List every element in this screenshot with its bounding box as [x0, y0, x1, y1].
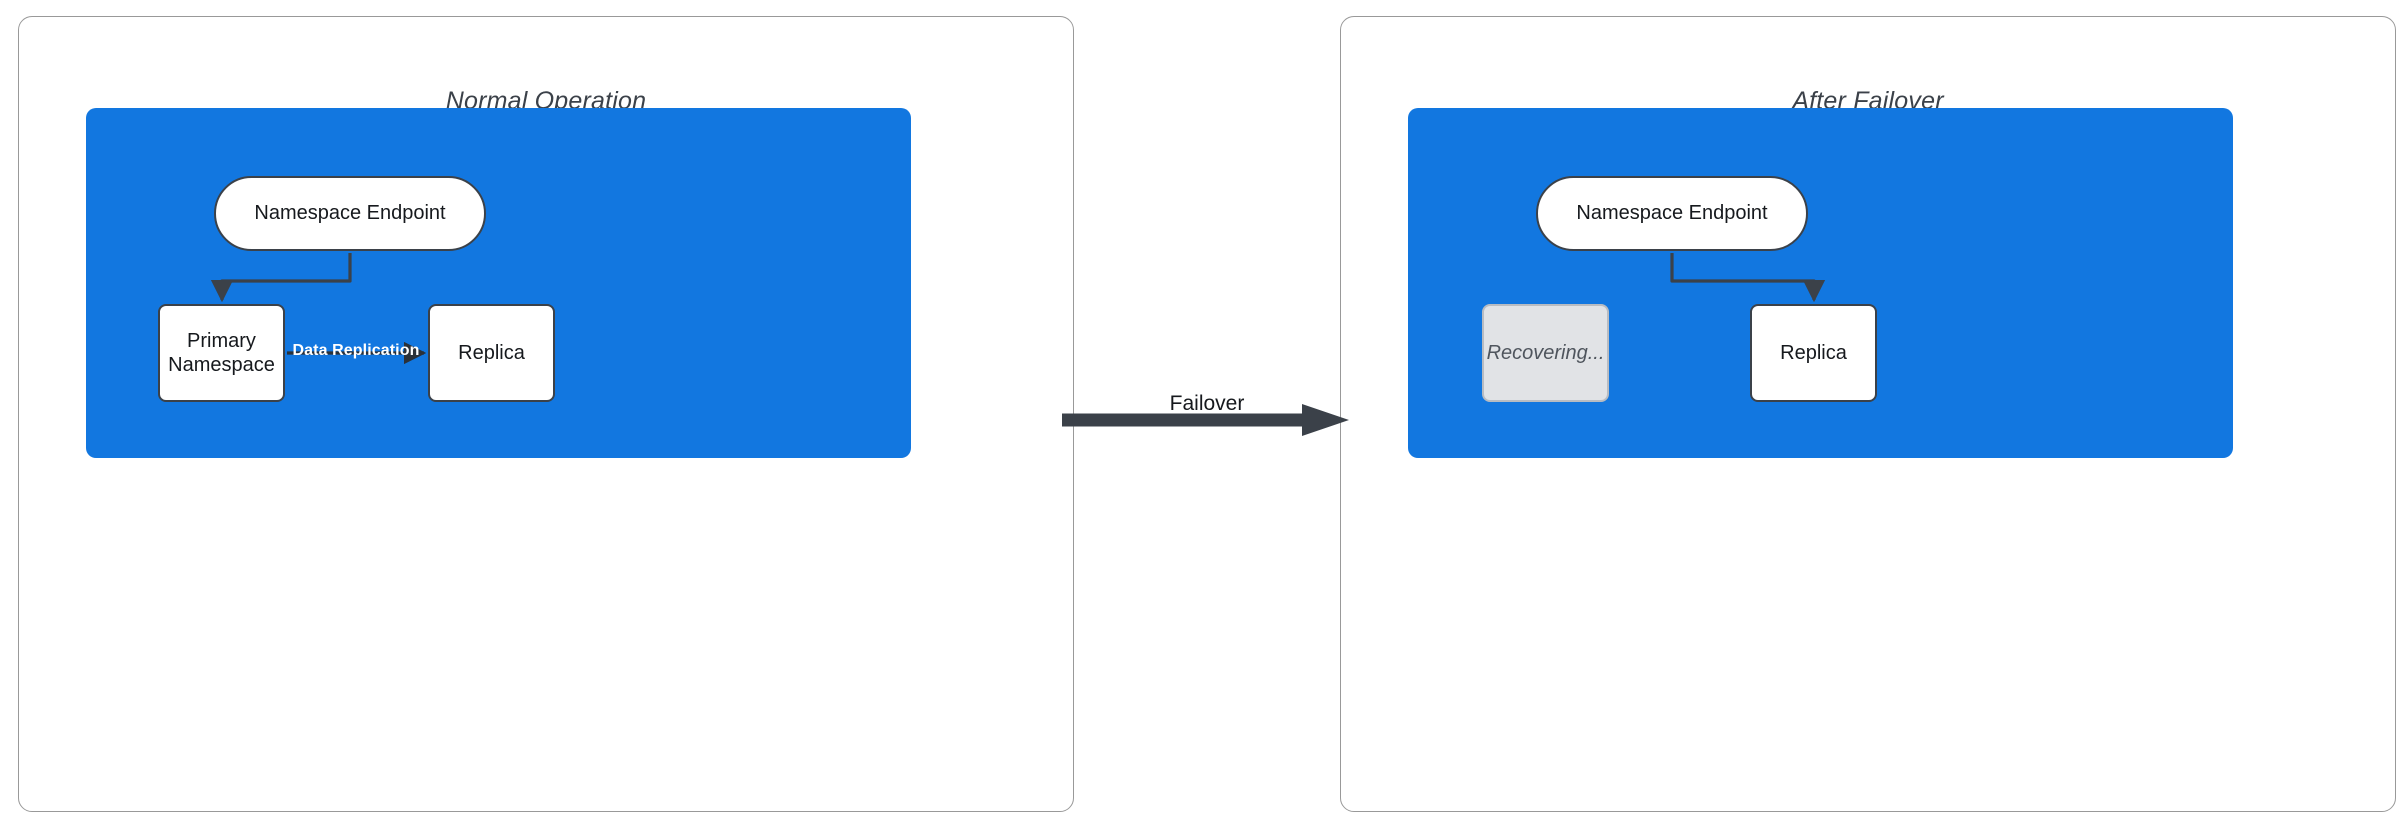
node-label: Replica	[458, 341, 525, 364]
node-replica-right[interactable]: Replica	[1750, 304, 1877, 402]
node-label: Recovering...	[1486, 341, 1605, 364]
region-right-blue: Namespace Endpoint Recovering... Replica	[1408, 108, 2233, 458]
edge-endpoint-to-replica	[1670, 253, 1826, 303]
node-label: Replica	[1780, 341, 1847, 364]
node-primary-namespace[interactable]: Primary Namespace	[158, 304, 285, 402]
panel-normal-operation: Normal Operation Namespace Endpoint	[18, 16, 1074, 812]
node-label: Primary Namespace	[168, 329, 275, 376]
right-connector-layer	[1670, 253, 1826, 303]
node-namespace-endpoint-right[interactable]: Namespace Endpoint	[1536, 176, 1808, 251]
node-namespace-endpoint-left[interactable]: Namespace Endpoint	[214, 176, 486, 251]
edge-label-data-replication: Data Replication	[292, 342, 420, 359]
node-label: Namespace Endpoint	[254, 202, 446, 225]
failover-arrow-icon	[1062, 404, 1349, 436]
region-left-blue: Namespace Endpoint Primary Namespace Rep…	[86, 108, 911, 458]
failover-label: Failover	[1169, 392, 1245, 415]
panel-after-failover: After Failover Namespace Endpoint Recove…	[1340, 16, 2396, 812]
edge-endpoint-to-primary	[210, 253, 352, 303]
node-recovering[interactable]: Recovering...	[1482, 304, 1609, 402]
node-label: Namespace Endpoint	[1576, 202, 1768, 225]
left-connector-layer	[210, 253, 427, 365]
node-replica-left[interactable]: Replica	[428, 304, 555, 402]
